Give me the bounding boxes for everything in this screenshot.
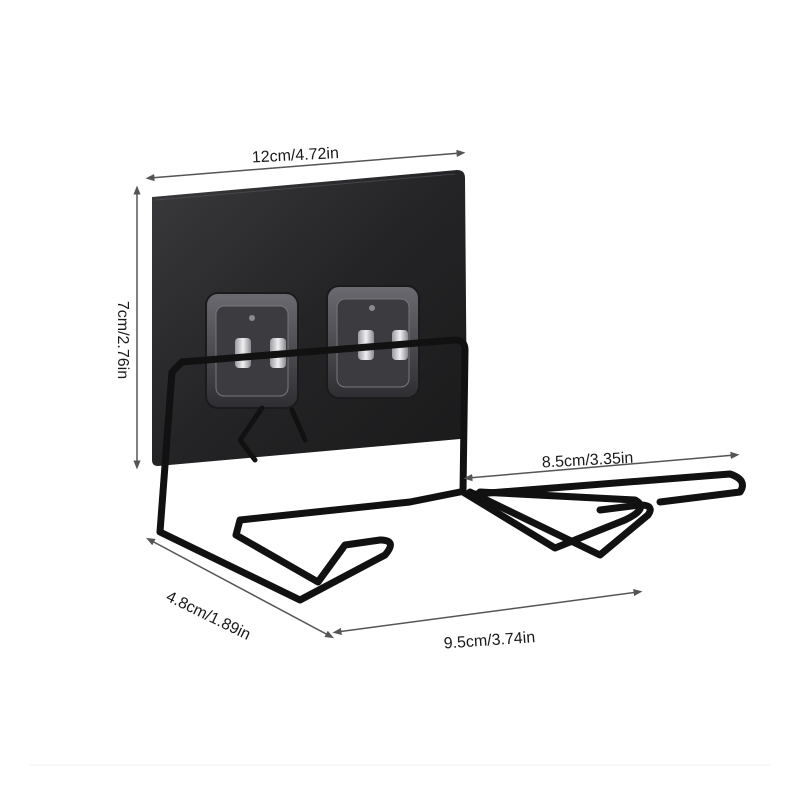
depth-dimension-line [146, 537, 334, 639]
base-width-label: 9.5cm/3.74in [443, 629, 536, 652]
height-label: 7cm/2.76in [114, 301, 131, 379]
dimension-lines [133, 149, 740, 639]
mounting-hook-left [205, 292, 299, 409]
width-label: 12cm/4.72in [251, 145, 339, 167]
depth-label: 4.8cm/1.89in [163, 588, 253, 643]
width-dimension-line [145, 149, 466, 182]
base-width-dimension-line [332, 589, 643, 635]
mounting-hook-right [326, 285, 420, 399]
arm-length-label: 8.5cm/3.35in [541, 450, 633, 472]
arm-length-dimension-line [463, 451, 740, 482]
